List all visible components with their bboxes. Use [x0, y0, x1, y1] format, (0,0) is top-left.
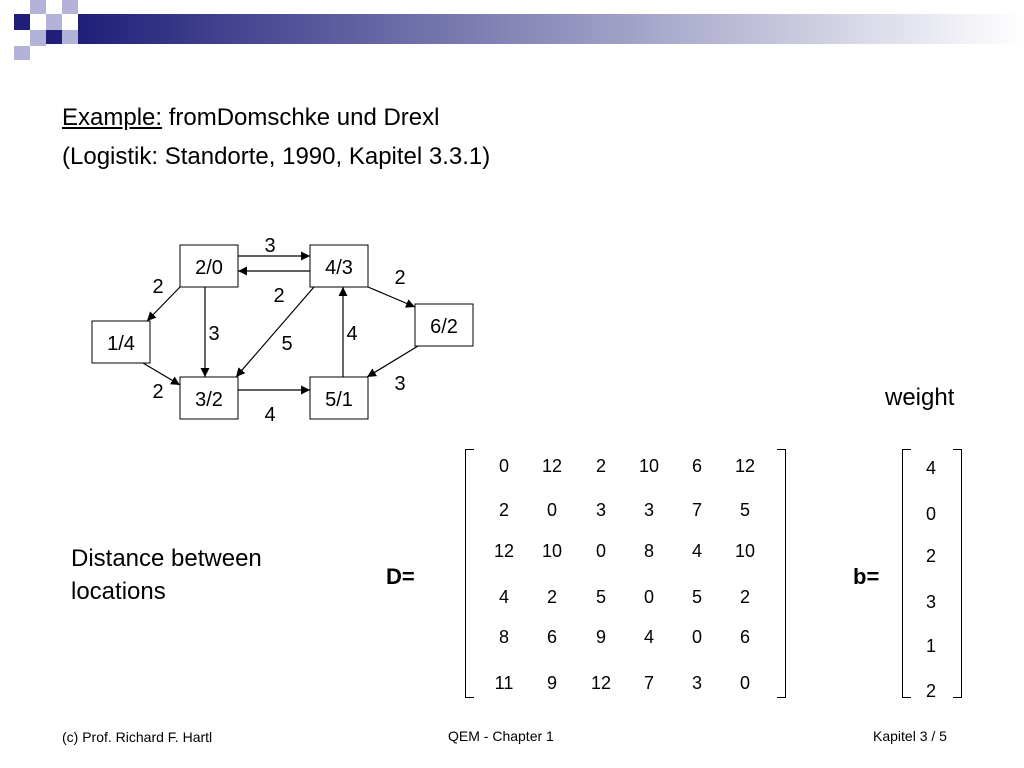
- matrix-d-cell: 8: [498, 627, 509, 647]
- matrix-d-cell: 4: [691, 541, 702, 561]
- matrix-d-cell: 3: [643, 500, 654, 520]
- edge-n4-n3: [235, 286, 315, 378]
- node-label: 1/4: [107, 333, 135, 355]
- header-gradient-bar: [78, 14, 1024, 44]
- d-equals-label: D=: [386, 564, 415, 589]
- matrix-d-left-bracket: [465, 449, 474, 698]
- node-label: 5/1: [325, 389, 353, 411]
- matrix-d-cell: 8: [643, 541, 654, 561]
- vector-b-cell: 1: [925, 636, 936, 656]
- vector-b-cell: 4: [925, 458, 936, 478]
- matrix-d-cell: 5: [739, 500, 750, 520]
- header-square: [14, 14, 30, 30]
- weight-label: weight: [885, 384, 955, 411]
- edge-n4-n6: [367, 286, 416, 308]
- edge-n2-n1: [146, 286, 181, 322]
- matrix-d-cell: 2: [595, 456, 606, 476]
- edge-n6-n5: [366, 345, 419, 378]
- edge-weight-label: 3: [208, 323, 219, 345]
- header-square: [46, 30, 62, 44]
- header-square: [30, 30, 46, 46]
- matrix-d-cell: 4: [498, 587, 509, 607]
- matrix-d-cell: 12: [541, 456, 563, 476]
- matrix-d-cell: 0: [546, 500, 557, 520]
- edge-weight-label: 4: [264, 404, 275, 426]
- node-box-n5: [309, 376, 369, 420]
- matrix-d-right-bracket: [777, 449, 786, 698]
- node-label: 4/3: [325, 257, 353, 279]
- node-box-n3: [179, 376, 239, 420]
- vector-b-cell: 2: [925, 681, 936, 701]
- edge-weight-label: 3: [394, 373, 405, 395]
- edge-weight-label: 5: [281, 333, 292, 355]
- matrix-d-cell: 2: [739, 587, 750, 607]
- edge-weight-label: 3: [264, 235, 275, 257]
- node-box-n4: [309, 244, 369, 288]
- header-decoration: [14, 0, 1024, 60]
- distance-label-line-1: Distance between: [71, 545, 262, 572]
- matrix-d-cell: 12: [734, 456, 756, 476]
- matrix-d-cell: 3: [595, 500, 606, 520]
- b-equals-label: b=: [853, 564, 880, 589]
- matrix-d-cell: 12: [590, 673, 612, 693]
- edge-weight-label: 2: [152, 276, 163, 298]
- header-square: [62, 0, 78, 14]
- matrix-d-cell: 9: [546, 673, 557, 693]
- matrix-d-cell: 0: [498, 456, 509, 476]
- vector-b-left-bracket: [902, 449, 911, 698]
- matrix-d-cell: 0: [739, 673, 750, 693]
- node-box-n1: [91, 320, 151, 364]
- matrix-d-cell: 10: [541, 541, 563, 561]
- header-square: [46, 14, 62, 30]
- matrix-d-cell: 7: [643, 673, 654, 693]
- edge-weight-label: 4: [346, 323, 357, 345]
- header-square: [62, 30, 78, 44]
- matrix-d-cell: 10: [734, 541, 756, 561]
- node-box-n2: [179, 244, 239, 288]
- matrix-d-cell: 3: [691, 673, 702, 693]
- location-network-graph: 3 2 2 3 5 2 4 3 2 4 1/4 2/0 3/2 4/3 5/1 6/2: [91, 235, 474, 426]
- matrix-d-cell: 6: [691, 456, 702, 476]
- matrix-d-cell: 5: [595, 587, 606, 607]
- distance-label-line-2: locations: [71, 578, 166, 605]
- matrix-d-cell: 10: [638, 456, 660, 476]
- edge-weight-label: 2: [152, 381, 163, 403]
- footer-page: Kapitel 3 / 5: [873, 728, 947, 744]
- matrix-d-cell: 2: [498, 500, 509, 520]
- title-source: fromDomschke und Drexl: [162, 104, 440, 131]
- matrix-d-cell: 9: [595, 627, 606, 647]
- edge-weight-label: 2: [394, 267, 405, 289]
- edge-n1-n3: [142, 362, 181, 386]
- header-square: [14, 46, 30, 60]
- matrix-d-cell: 11: [494, 673, 514, 693]
- matrix-d-cell: 0: [643, 587, 654, 607]
- slide-title-line-2: (Logistik: Standorte, 1990, Kapitel 3.3.…: [62, 143, 491, 170]
- node-label: 6/2: [430, 316, 458, 338]
- node-box-n6: [414, 303, 474, 347]
- slide-title-line-1: Example: fromDomschke und Drexl: [62, 104, 439, 132]
- matrix-d-cell: 5: [691, 587, 702, 607]
- footer-author: (c) Prof. Richard F. Hartl: [62, 729, 213, 745]
- matrix-d-cell: 12: [493, 541, 515, 561]
- vector-b-cell: 2: [925, 546, 936, 566]
- matrix-d-cell: 0: [691, 627, 702, 647]
- example-label: Example:: [62, 104, 163, 131]
- matrix-d-cell: 6: [546, 627, 557, 647]
- node-label: 3/2: [195, 389, 223, 411]
- matrix-d-cell: 4: [643, 627, 654, 647]
- vector-b-cell: 0: [925, 504, 936, 524]
- matrix-d-cell: 7: [691, 500, 702, 520]
- node-label: 2/0: [195, 257, 223, 279]
- edge-weight-label: 2: [273, 285, 284, 307]
- header-square: [30, 0, 46, 14]
- matrix-d-cell: 2: [546, 587, 557, 607]
- matrix-d-cell: 0: [595, 541, 606, 561]
- vector-b-cell: 3: [925, 592, 936, 612]
- matrix-d-cell: 6: [739, 627, 750, 647]
- footer-chapter: QEM - Chapter 1: [448, 728, 554, 744]
- vector-b-right-bracket: [953, 449, 962, 698]
